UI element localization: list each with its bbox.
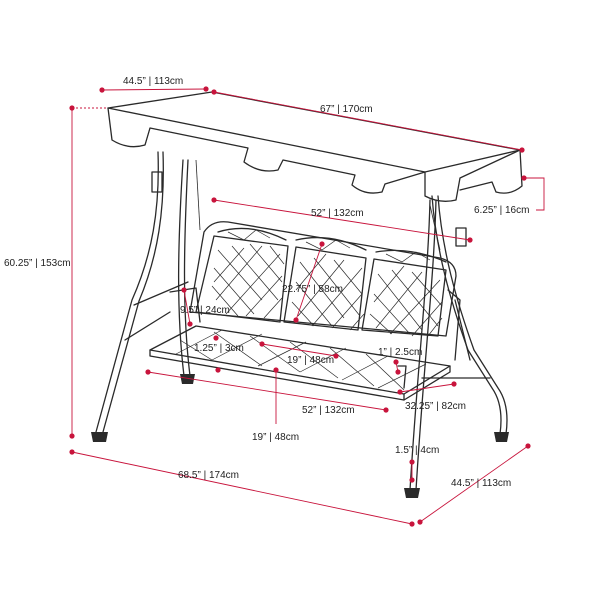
backrest-width-label: 52” | 132cm [311, 208, 364, 219]
canopy-flap-label: 6.25” | 16cm [474, 205, 529, 216]
seat-to-ground-label: 32.25” | 82cm [405, 401, 466, 412]
swing-illustration [91, 91, 523, 498]
overall-width-label: 68.5” | 174cm [178, 470, 239, 481]
left-front-foot [91, 432, 108, 442]
seat [149, 325, 451, 401]
canopy-width-label: 67” | 170cm [320, 104, 373, 115]
overall-depth-label: 44.5” | 113cm [451, 478, 511, 489]
left-a-frame [91, 151, 195, 442]
seat-height-label: 19” | 48cm [252, 432, 299, 443]
foot-height-label: 1.5” | 4cm [395, 445, 439, 456]
seat-cushion-label: 1” | 2.5cm [378, 347, 422, 358]
left-back-foot [180, 374, 195, 384]
overall-height-label: 60.25” | 153cm [4, 258, 71, 269]
dimension-lines [69, 86, 545, 527]
backrest [189, 221, 457, 337]
backrest-height-label: 22.75” | 58cm [282, 284, 343, 295]
seat-depth-label: 19” | 48cm [287, 355, 334, 366]
right-a-frame [404, 195, 509, 498]
canopy [107, 91, 523, 202]
armrest-height-label: 9.5” | 24cm [180, 305, 230, 316]
seat-frame-thickness-label: 1.25” | 3cm [194, 343, 244, 354]
right-front-foot [404, 488, 420, 498]
right-back-foot [494, 432, 509, 442]
dimension-labels: 44.5” | 113cm 67” | 170cm 60.25” | 153cm… [4, 76, 529, 489]
canopy-depth-label: 44.5” | 113cm [123, 76, 183, 87]
seat-width-label: 52” | 132cm [302, 405, 355, 416]
